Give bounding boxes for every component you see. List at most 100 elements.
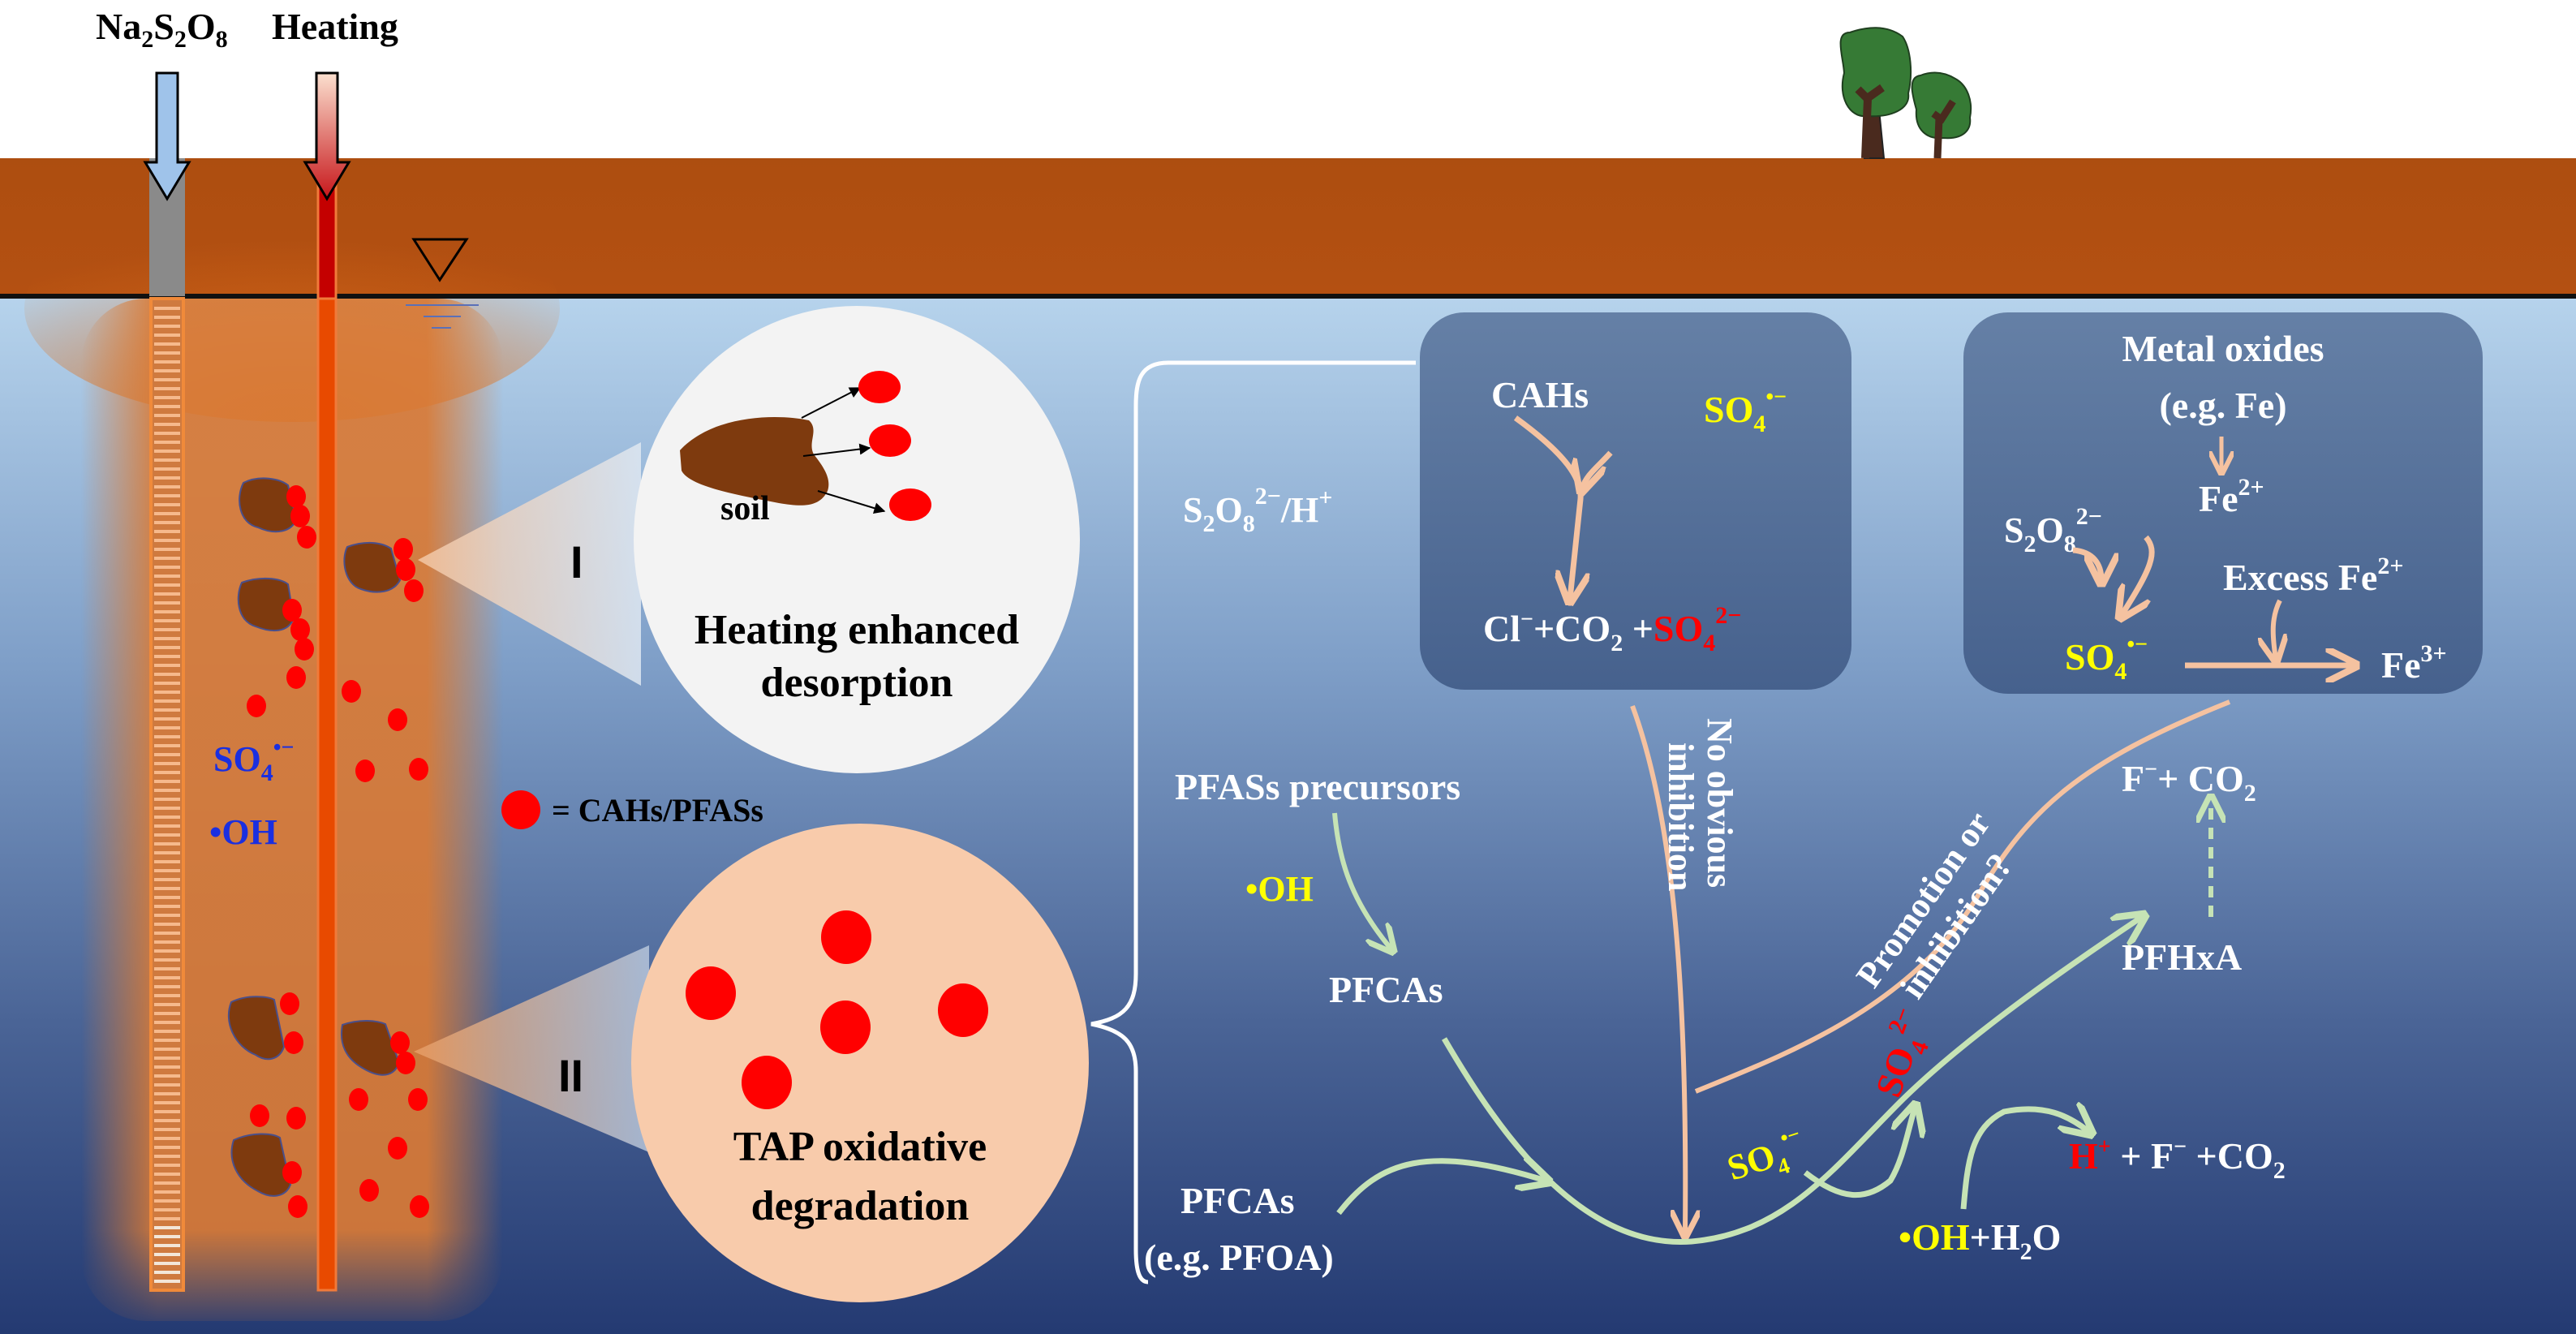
- contaminant-dot: [288, 1195, 307, 1218]
- well-screen-slot: [154, 610, 180, 613]
- well-screen-slot: [154, 1012, 180, 1015]
- excess-fe2-label: Excess Fe2+: [2223, 553, 2403, 598]
- tree-icon-small: [1911, 71, 1972, 159]
- contaminant-dot: [388, 1137, 407, 1160]
- metal-oxide-panel: Metal oxides (e.g. Fe) Fe2+ S2O82− Exces…: [1963, 312, 2483, 694]
- well-screen-slot: [154, 798, 180, 801]
- well-screen-slot: [154, 878, 180, 881]
- soil-particles-lower: [227, 996, 401, 1197]
- oh-water-label: •OH+H2O: [1899, 1216, 2061, 1265]
- well-screen-slot: [154, 842, 180, 846]
- well-screen-slot: [154, 503, 180, 506]
- well-screen-slot: [154, 574, 180, 578]
- contaminant-dot: [938, 983, 988, 1037]
- well-screen-slot: [154, 351, 180, 355]
- well-screen-slot: [154, 967, 180, 970]
- well-screen-slot: [154, 726, 180, 729]
- precursor-to-pfca-arrow: [1332, 812, 1391, 949]
- well-screen-slot: [154, 1173, 180, 1176]
- well-screen-slot: [154, 646, 180, 649]
- well-screen-slot: [154, 423, 180, 426]
- metal-title-line2: (e.g. Fe): [2159, 385, 2286, 426]
- contaminant-dot: [388, 708, 407, 731]
- well-screen-slot: [154, 1021, 180, 1024]
- curly-brace: [1090, 360, 1416, 1285]
- well-screen-slot: [154, 1065, 180, 1069]
- well-screen-slot: [154, 1137, 180, 1140]
- contaminant-dot: [286, 1107, 306, 1130]
- well-screen-slot: [154, 708, 180, 712]
- well-screen-slot: [154, 307, 180, 310]
- well-screen-slot: [154, 360, 180, 364]
- sky-background: [0, 0, 2576, 158]
- well-screen-slot: [154, 1003, 180, 1006]
- well-screen-slot: [154, 476, 180, 480]
- cah-oxidant-label: SO4•−: [1704, 385, 1787, 437]
- contaminant-dot: [284, 1031, 303, 1054]
- contaminant-dot: [393, 538, 413, 561]
- degradation-caption-line1: TAP oxidative: [733, 1124, 987, 1170]
- well-screen-slot: [154, 1056, 180, 1060]
- contaminant-dot: [297, 526, 316, 549]
- well-screen-slot: [154, 753, 180, 756]
- fe2-label: Fe2+: [2199, 474, 2264, 519]
- well-screen-slot: [154, 548, 180, 551]
- well-screen-slot: [154, 441, 180, 444]
- contaminant-dot: [410, 1195, 429, 1218]
- well-screen-slot: [154, 780, 180, 783]
- metal-persulfate-label: S2O82−: [2004, 503, 2102, 557]
- well-screen-slot: [154, 325, 180, 328]
- well-screen-slot: [154, 1092, 180, 1095]
- zoom-circle-desorption: soil Heating enhanced desorption: [634, 306, 1080, 773]
- well-screen-slot: [154, 923, 180, 926]
- well-screen-slot: [154, 815, 180, 819]
- cah-reactant-label: CAHs: [1491, 374, 1589, 415]
- tree-icon: [1839, 27, 1912, 159]
- well-screen-slot: [154, 369, 180, 372]
- metal-radical-label: SO4•−: [2065, 632, 2148, 685]
- zoom-label-II: II: [558, 1050, 583, 1101]
- well-screen-slot: [154, 699, 180, 703]
- contaminant-dot: [286, 485, 306, 508]
- well-screen-slot: [154, 512, 180, 515]
- well-screen-slot: [154, 1244, 180, 1247]
- oh-branch: [1960, 1109, 2089, 1210]
- well-screen-slot: [154, 414, 180, 417]
- desorbed-contaminant: [889, 488, 931, 521]
- well-screen-slot: [154, 1146, 180, 1149]
- well-screen-slot: [154, 887, 180, 890]
- well-screen-slot: [154, 1226, 180, 1229]
- contaminant-dot: [290, 618, 310, 641]
- pfas-precursors-label: PFASs precursors: [1175, 766, 1460, 807]
- well-screen-slot: [154, 682, 180, 685]
- well-screen-slot: [154, 905, 180, 908]
- contaminant-dots-upper: [247, 485, 428, 782]
- water-table-line: [0, 294, 2576, 299]
- well-screen-slot: [154, 1039, 180, 1042]
- well-sulfate-radical-label: SO4•−: [213, 735, 294, 786]
- well-screen-slot: [154, 1048, 180, 1051]
- soil-particles-upper: [237, 477, 402, 632]
- zoom-circle-degradation: TAP oxidative degradation: [631, 824, 1089, 1302]
- well-screen-slot: [154, 940, 180, 944]
- contaminant-dot: [250, 1104, 269, 1127]
- well-screen-slot: [154, 485, 180, 488]
- well-screen-slot: [154, 1235, 180, 1238]
- heater-electrode: [316, 163, 338, 1292]
- contaminant-dot: [409, 758, 428, 781]
- contaminant-dot: [396, 1052, 415, 1074]
- contaminant-dot: [247, 695, 266, 717]
- injection-well: [149, 158, 185, 1292]
- contaminant-dot: [349, 1088, 368, 1111]
- legend: = CAHs/PFASs: [501, 790, 763, 829]
- contaminant-dot: [742, 1056, 792, 1109]
- well-screen-slot: [154, 994, 180, 997]
- well-screen-slot: [154, 914, 180, 917]
- well-screen-slot: [154, 1155, 180, 1158]
- well-screen-slot: [154, 1190, 180, 1194]
- well-screen-slot: [154, 387, 180, 390]
- well-screen-slot: [154, 744, 180, 747]
- contaminant-dot: [821, 910, 871, 964]
- well-screen-slot: [154, 949, 180, 953]
- well-screen-slot: [154, 557, 180, 560]
